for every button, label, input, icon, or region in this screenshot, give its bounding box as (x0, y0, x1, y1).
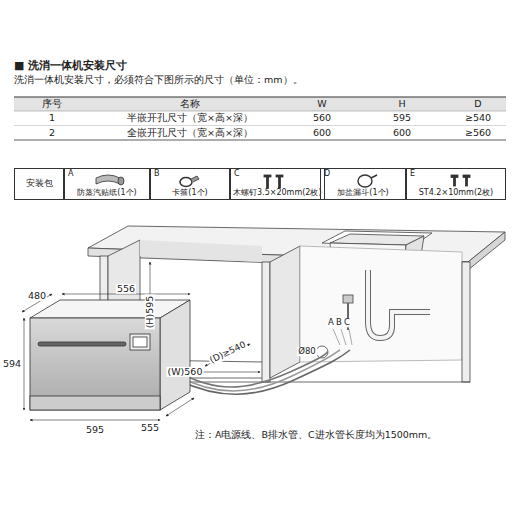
dimension: 594 (2, 359, 22, 369)
item-letter: A (68, 170, 73, 179)
item-name: ST4.2×10mm(2枚) (419, 189, 494, 198)
table-header: 名称 (180, 99, 200, 109)
callout-letter: B (335, 318, 343, 327)
dimension: 595 (85, 425, 105, 435)
item-letter: B (154, 170, 160, 179)
table-lines (14, 97, 506, 140)
table-cell: 600 (313, 128, 331, 138)
callout-letter: A (327, 318, 335, 327)
table-cell: ≥540 (465, 113, 491, 123)
accessory-cell: D 加盐漏斗(1个) (320, 168, 406, 200)
note: 注：A电源线、B排水管、C进水管长度均为1500mm。 (195, 430, 437, 440)
table-cell: 半嵌开孔尺寸（宽×高×深） (127, 113, 253, 123)
dimension: 555 (140, 423, 160, 433)
accessory-cell: C 木螺钉3.5×20mm(2枚) (230, 168, 325, 200)
dimension: 556 (116, 284, 136, 294)
item-name: 防蒸汽贴纸(1个) (77, 189, 136, 198)
item-name: 木螺钉3.5×20mm(2枚) (233, 189, 322, 198)
table-header: 序号 (42, 99, 62, 109)
table-cell: 560 (313, 113, 331, 123)
item-name: 安装包 (26, 179, 53, 189)
callout-letter: C (343, 318, 351, 327)
kit-cell: 安装包 (14, 168, 64, 200)
item-letter: D (324, 170, 330, 179)
item-letter: C (234, 170, 240, 179)
table-cell: 1 (49, 113, 55, 123)
table-cell: ≥560 (465, 128, 491, 138)
table-cell: 595 (393, 113, 411, 123)
title: ■ 洗消一体机安装尺寸 (14, 60, 127, 72)
item-name: 卡箍(1个) (172, 189, 207, 198)
dimension: Ø80 (297, 347, 317, 356)
table-cell: 全嵌开孔尺寸（宽×高×深） (127, 128, 253, 138)
item-letter: E (410, 170, 415, 179)
table-cell: 2 (49, 128, 55, 138)
dimension: (D)≥540 (208, 340, 249, 367)
dimension: (W)560 (167, 367, 204, 377)
table-cell: 600 (393, 128, 411, 138)
accessory-cell: B 卡箍(1个) (150, 168, 230, 200)
dishwasher (0, 300, 190, 410)
table-header: W (317, 99, 326, 109)
table-header: H (398, 99, 405, 109)
accessory-cell: A 防蒸汽贴纸(1个) (64, 168, 150, 200)
dishwasher-dimensions (22, 294, 194, 420)
subtitle: 洗消一体机安装尺寸，必须符合下图所示的尺寸（单位：mm）。 (14, 75, 303, 85)
dimension: (H)595 (145, 295, 155, 330)
item-name: 加盐漏斗(1个) (337, 189, 388, 198)
dimension: 480 (27, 291, 47, 301)
accessory-cell: E ST4.2×10mm(2枚) (406, 168, 506, 200)
table-header: D (474, 99, 481, 109)
